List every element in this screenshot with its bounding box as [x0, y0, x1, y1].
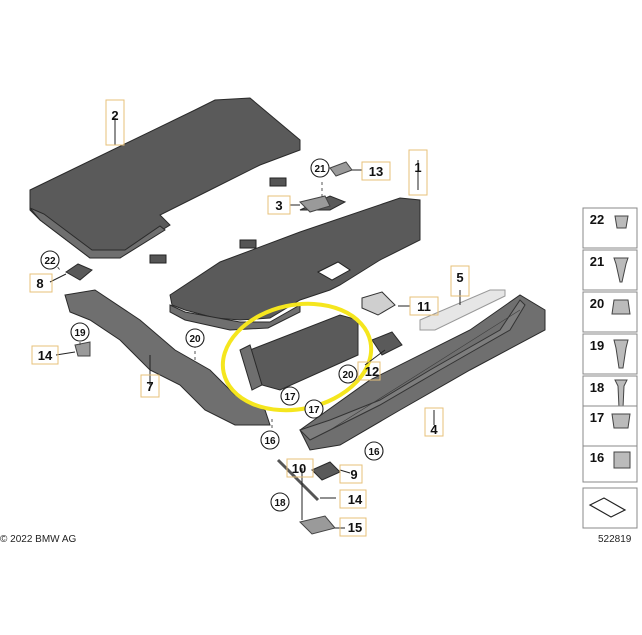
fastener-legend: 22 21 20 19 18 17 16 522819 — [582, 207, 638, 545]
svg-text:11: 11 — [417, 299, 431, 314]
svg-text:13: 13 — [369, 164, 383, 179]
part-4-side-trim — [299, 294, 546, 451]
legend-item-16: 16 — [590, 450, 604, 465]
clip-icon — [611, 299, 631, 315]
leader-lines — [49, 118, 461, 529]
push-rivet-icon — [614, 215, 629, 229]
svg-text:4: 4 — [430, 422, 438, 437]
svg-text:14: 14 — [348, 492, 363, 507]
part-15-part — [299, 515, 336, 535]
svg-text:3: 3 — [275, 198, 282, 213]
circled-16-left: 16 — [260, 430, 280, 450]
svg-text:20: 20 — [189, 334, 201, 345]
circled-17-top: 17 — [280, 386, 300, 406]
part-3-bracket — [299, 195, 331, 213]
part-5-strip — [419, 289, 506, 331]
callout-8: 8 — [29, 273, 53, 293]
callout-2: 2 — [105, 99, 125, 146]
svg-text:8: 8 — [36, 276, 43, 291]
svg-text:14: 14 — [38, 348, 53, 363]
svg-text:16: 16 — [264, 436, 276, 447]
circled-19: 19 — [70, 322, 90, 342]
part-7-frame — [64, 289, 271, 426]
callout-12: 12 — [357, 361, 381, 381]
part-10-rod — [276, 458, 320, 502]
callout-5: 5 — [450, 265, 470, 297]
svg-text:9: 9 — [350, 467, 357, 482]
screw-icon — [613, 257, 629, 283]
svg-text:17: 17 — [284, 392, 296, 403]
callout-14-right: 14 — [339, 489, 367, 509]
circled-18: 18 — [270, 492, 290, 512]
callout-7: 7 — [140, 374, 160, 398]
svg-text:16: 16 — [368, 447, 380, 458]
circled-20-right: 20 — [338, 364, 358, 384]
svg-text:21: 21 — [314, 164, 326, 175]
circled-20-left: 20 — [185, 328, 205, 348]
svg-text:20: 20 — [342, 370, 354, 381]
circled-16-right: 16 — [364, 441, 384, 461]
circled-21: 21 — [310, 158, 330, 178]
part-1-floor-panel — [169, 195, 421, 331]
legend-item-18: 18 — [590, 380, 604, 395]
svg-text:1: 1 — [414, 160, 421, 175]
legend-item-19: 19 — [590, 338, 604, 353]
svg-text:10: 10 — [292, 461, 306, 476]
svg-text:19: 19 — [74, 328, 86, 339]
svg-text:17: 17 — [308, 405, 320, 416]
circled-17-bottom: 17 — [304, 399, 324, 419]
copyright-text: © 2022 BMW AG — [0, 534, 77, 545]
part-13-clip — [329, 161, 353, 177]
svg-text:12: 12 — [365, 364, 379, 379]
callout-11: 11 — [409, 296, 439, 316]
diagram-number: 522819 — [598, 534, 632, 545]
arrow-symbol-icon — [588, 497, 627, 518]
legend-item-20: 20 — [590, 296, 604, 311]
bolt-icon — [613, 339, 629, 369]
part-6-storage-tray — [239, 314, 359, 391]
svg-text:18: 18 — [274, 498, 286, 509]
svg-text:7: 7 — [146, 379, 153, 394]
svg-text:2: 2 — [111, 108, 118, 123]
callout-15: 15 — [339, 517, 367, 537]
callout-1: 1 — [408, 149, 428, 196]
svg-text:5: 5 — [456, 270, 463, 285]
part-9-part — [311, 461, 341, 481]
legend-item-21: 21 — [590, 254, 604, 269]
svg-text:22: 22 — [44, 256, 56, 267]
spring-nut-icon — [613, 451, 631, 469]
part-12-cover — [371, 331, 403, 356]
callout-9: 9 — [339, 464, 363, 484]
legend-item-22: 22 — [590, 212, 604, 227]
svg-text:15: 15 — [348, 520, 362, 535]
legend-item-17: 17 — [590, 410, 604, 425]
nut-icon — [611, 413, 631, 429]
callout-13: 13 — [361, 161, 391, 181]
callout-14-left: 14 — [31, 345, 59, 365]
part-14-clip — [74, 341, 91, 357]
part-2-floor-panel — [29, 97, 301, 264]
callout-3: 3 — [267, 195, 291, 215]
callout-10: 10 — [286, 458, 314, 478]
part-8-bracket — [65, 263, 93, 281]
circled-22: 22 — [40, 250, 60, 270]
callout-4: 4 — [424, 407, 444, 437]
part-11-cover — [361, 291, 396, 316]
